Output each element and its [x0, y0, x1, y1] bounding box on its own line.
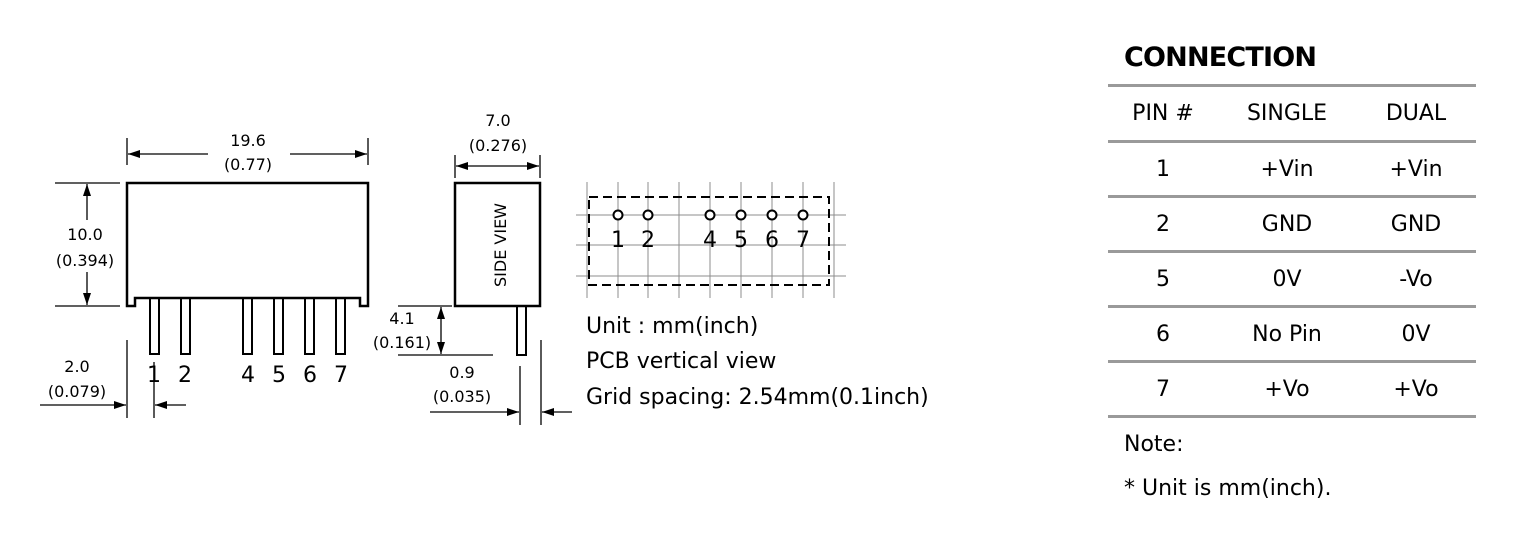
front-pin-label: 6	[303, 363, 317, 388]
header-dual: DUAL	[1356, 87, 1476, 143]
pin-5	[273, 297, 284, 355]
pcb-grid-vertical-lines	[586, 182, 835, 298]
note-text: * Unit is mm(inch).	[1124, 476, 1332, 501]
table-row: 7 +Vo +Vo	[1108, 361, 1476, 418]
pin-2	[180, 297, 191, 355]
pcb-hole	[642, 209, 654, 221]
pin-offset-dim-label: 2.0	[64, 357, 89, 376]
pin-length-dim-inch-label: (0.161)	[373, 333, 431, 352]
front-pin-label: 2	[178, 363, 192, 388]
height-dim-inch-label: (0.394)	[56, 251, 114, 270]
height-dimension	[55, 182, 120, 307]
pcb-hole	[735, 209, 747, 221]
table-row: 5 0V -Vo	[1108, 251, 1476, 308]
pcb-pin-label: 7	[796, 228, 810, 253]
header-pin: PIN #	[1108, 87, 1218, 143]
table-row: 6 No Pin 0V	[1108, 306, 1476, 363]
cell-dual: +Vin	[1356, 141, 1476, 198]
front-pin-label: 1	[147, 363, 161, 388]
note-label: Note:	[1124, 432, 1184, 457]
side-view-label: SIDE VIEW	[491, 203, 510, 287]
height-dim-label: 10.0	[67, 225, 103, 244]
front-view-pins	[149, 297, 346, 355]
cell-pin: 5	[1108, 251, 1218, 308]
side-width-dimension	[454, 155, 541, 178]
pin-4	[242, 297, 253, 355]
front-view-body	[125, 181, 370, 308]
pcb-hole	[766, 209, 778, 221]
front-view	[40, 138, 370, 418]
cell-pin: 2	[1108, 196, 1218, 253]
pin-diameter-dimension	[430, 340, 572, 425]
cell-single: GND	[1218, 196, 1356, 253]
cell-pin: 1	[1108, 141, 1218, 198]
table-row: 2 GND GND	[1108, 196, 1476, 253]
pcb-pin-holes	[612, 209, 809, 221]
side-view	[398, 155, 572, 425]
pin-length-dimension	[398, 305, 493, 356]
table-header-row: PIN # SINGLE DUAL	[1108, 87, 1476, 143]
width-dim-inch-label: (0.77)	[224, 155, 272, 174]
pcb-pin-labels: 1 2 4 5 6 7	[611, 228, 810, 253]
pcb-pin-label: 1	[611, 228, 625, 253]
width-dimension	[126, 138, 369, 165]
pcb-pin-label: 5	[734, 228, 748, 253]
cell-pin: 6	[1108, 306, 1218, 363]
side-width-dim-inch-label: (0.276)	[469, 136, 527, 155]
pin-1	[149, 297, 160, 355]
pcb-pin-label: 4	[703, 228, 717, 253]
side-view-pin	[516, 305, 527, 356]
pcb-pin-label: 6	[765, 228, 779, 253]
pin-dia-dim-inch-label: (0.035)	[433, 387, 491, 406]
pin-7	[335, 297, 346, 355]
connection-table: PIN # SINGLE DUAL 1 +Vin +Vin 2 GND GND …	[1108, 87, 1476, 418]
pcb-hole	[704, 209, 716, 221]
cell-dual: GND	[1356, 196, 1476, 253]
pin-offset-dimension	[40, 340, 186, 418]
pcb-pin-label: 2	[641, 228, 655, 253]
width-dim-label: 19.6	[230, 131, 266, 150]
cell-dual: +Vo	[1356, 361, 1476, 418]
view-note: PCB vertical view	[586, 349, 776, 374]
pcb-notes: Unit : mm(inch) PCB vertical view Grid s…	[586, 314, 929, 410]
pin-length-dim-label: 4.1	[389, 309, 414, 328]
front-pin-label: 5	[272, 363, 286, 388]
pin-6	[304, 297, 315, 355]
side-width-dim-label: 7.0	[485, 111, 510, 130]
grid-spacing-note: Grid spacing: 2.54mm(0.1inch)	[586, 385, 929, 410]
pin-offset-dim-inch-label: (0.079)	[48, 382, 106, 401]
front-pin-label: 4	[241, 363, 255, 388]
pcb-hole	[612, 209, 624, 221]
pin-dia-dim-label: 0.9	[449, 363, 474, 382]
side-view-text: SIDE VIEW 7.0 (0.276) 4.1 (0.161) 0.9 (0…	[373, 111, 527, 406]
cell-single: +Vo	[1218, 361, 1356, 418]
front-view-text: 19.6 (0.77) 10.0 (0.394) 2.0 (0.079) 1 2…	[48, 131, 348, 401]
unit-note: Unit : mm(inch)	[586, 314, 758, 339]
cell-pin: 7	[1108, 361, 1218, 418]
cell-single: +Vin	[1218, 141, 1356, 198]
side-view-body	[453, 181, 542, 308]
cell-dual: 0V	[1356, 306, 1476, 363]
header-single: SINGLE	[1218, 87, 1356, 143]
cell-single: 0V	[1218, 251, 1356, 308]
cell-dual: -Vo	[1356, 251, 1476, 308]
front-pin-label: 7	[334, 363, 348, 388]
connection-panel: CONNECTION PIN # SINGLE DUAL 1 +Vin +Vin…	[1108, 38, 1476, 504]
cell-single: No Pin	[1218, 306, 1356, 363]
pcb-hole	[797, 209, 809, 221]
table-row: 1 +Vin +Vin	[1108, 141, 1476, 198]
connection-title: CONNECTION	[1108, 38, 1476, 87]
pcb-footprint-outline	[588, 196, 830, 286]
